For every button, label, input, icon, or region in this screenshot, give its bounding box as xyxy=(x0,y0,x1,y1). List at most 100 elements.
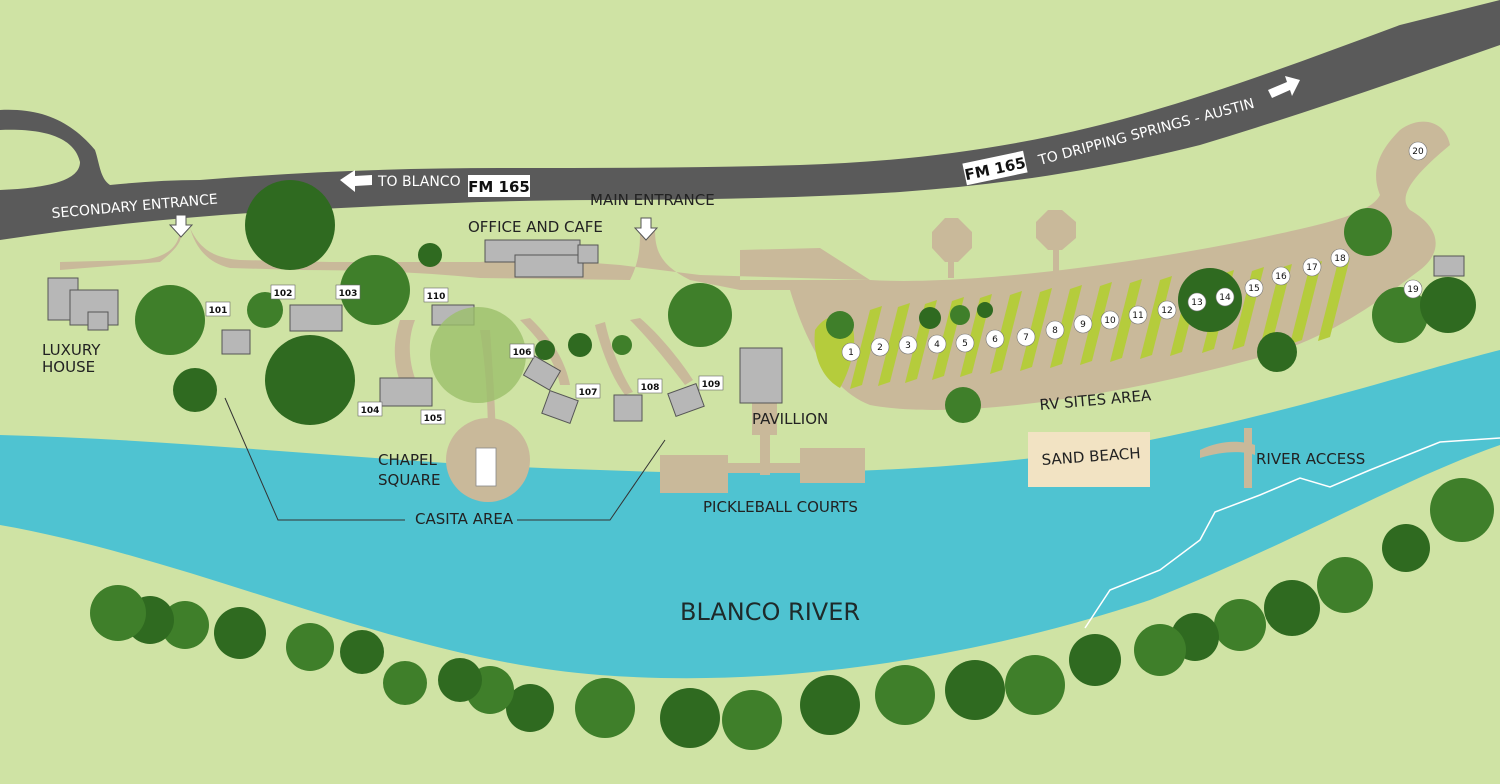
rv-site-marker xyxy=(1016,327,1036,347)
casita-badge xyxy=(637,378,663,394)
rv-site-marker xyxy=(927,334,947,354)
casita-badge xyxy=(575,383,601,399)
rv-site-number: 19 xyxy=(1407,285,1419,295)
fm165-label-west: FM 165 xyxy=(468,178,530,196)
tree xyxy=(1005,655,1065,715)
rv-site-marker xyxy=(1187,292,1207,312)
office-cafe-label: OFFICE AND CAFE xyxy=(468,218,603,236)
tree xyxy=(418,243,442,267)
casita-109-building xyxy=(667,382,705,418)
tree xyxy=(340,630,384,674)
sand-beach-area xyxy=(1028,432,1150,487)
tree xyxy=(1134,624,1186,676)
shade-tree xyxy=(430,307,526,403)
chapel-square-label-line2: SQUARE xyxy=(378,471,440,489)
rv-pad xyxy=(990,291,1022,374)
casita-area-bracket xyxy=(224,397,666,521)
rv-site-number: 7 xyxy=(1023,333,1029,343)
tree xyxy=(668,283,732,347)
tree xyxy=(950,305,970,325)
casita-number: 107 xyxy=(579,388,598,398)
tree xyxy=(1214,599,1266,651)
rv-pad xyxy=(1318,258,1350,341)
casita-badge xyxy=(335,284,361,300)
fm165-badge-east xyxy=(962,150,1028,186)
casita-badge xyxy=(423,287,449,303)
rv-site-marker xyxy=(1271,266,1291,286)
tree xyxy=(1382,524,1430,572)
casita-107-building xyxy=(541,389,579,425)
pavillion-label: PAVILLION xyxy=(752,410,828,428)
chapel-building xyxy=(475,447,497,487)
tree xyxy=(1257,332,1297,372)
rv-site-marker xyxy=(985,329,1005,349)
rv-site-number: 8 xyxy=(1052,326,1058,336)
tree xyxy=(977,302,993,318)
casita-number: 110 xyxy=(427,292,446,302)
trees xyxy=(90,180,1494,750)
to-blanco-label: TO BLANCO xyxy=(377,174,461,190)
luxury-house-label-line1: LUXURY xyxy=(42,341,101,359)
cabin-east-building xyxy=(1433,255,1465,277)
rv-pad xyxy=(1140,276,1172,359)
rv-site-number: 16 xyxy=(1275,272,1287,282)
rv-site-number: 13 xyxy=(1191,298,1202,308)
tree xyxy=(340,255,410,325)
tree xyxy=(173,368,217,412)
secondary-entrance-arrow-icon xyxy=(168,214,194,238)
rv-site-number: 15 xyxy=(1248,284,1259,294)
rv-site-marker xyxy=(1215,287,1235,307)
tree xyxy=(265,335,355,425)
rv-pad xyxy=(1050,285,1082,368)
casita-badge xyxy=(420,409,446,425)
rv-site-number: 6 xyxy=(992,335,998,345)
river-access-label: RIVER ACCESS xyxy=(1256,450,1365,468)
rv-site-number: 4 xyxy=(934,340,940,350)
rv-site-marker xyxy=(898,335,918,355)
casita-badge xyxy=(698,375,724,391)
dirt-paths xyxy=(60,121,1450,502)
rv-site-marker xyxy=(1302,257,1322,277)
casita-101-building xyxy=(221,329,251,355)
rv-site-marker xyxy=(1045,320,1065,340)
rv-pad xyxy=(1110,279,1142,362)
rv-site-marker xyxy=(1100,310,1120,330)
pavillion-building xyxy=(739,347,783,404)
rv-site-marker xyxy=(1157,300,1177,320)
rv-site-number: 9 xyxy=(1080,320,1086,330)
casita-number: 105 xyxy=(424,414,443,424)
rv-site-marker xyxy=(1073,314,1093,334)
rv-site-number: 17 xyxy=(1306,263,1317,273)
arrow-right-icon xyxy=(1268,76,1300,98)
tree xyxy=(90,585,146,641)
casita-number: 103 xyxy=(339,289,358,299)
tree xyxy=(535,340,555,360)
blanco-river xyxy=(0,350,1500,679)
tree xyxy=(1372,287,1428,343)
rv-site-number: 3 xyxy=(905,341,911,351)
tree xyxy=(575,678,635,738)
main-entrance-label: MAIN ENTRANCE xyxy=(590,191,715,209)
rv-site-marker xyxy=(1403,279,1423,299)
tree xyxy=(214,607,266,659)
rv-site-number: 1 xyxy=(848,348,854,358)
rv-site-number: 18 xyxy=(1334,254,1346,264)
tree xyxy=(1264,580,1320,636)
rv-site-marker xyxy=(1244,278,1264,298)
casita-badge xyxy=(357,401,383,417)
casita-106-building xyxy=(522,355,562,391)
tree xyxy=(945,660,1005,720)
rv-pad xyxy=(850,306,882,389)
rv-site-marker xyxy=(1408,141,1428,161)
tree xyxy=(612,335,632,355)
chapel-square-label-line1: CHAPEL xyxy=(378,451,438,469)
arrow-left-icon xyxy=(340,170,372,192)
casita-number: 106 xyxy=(513,348,532,358)
tree xyxy=(286,623,334,671)
rv-site-number: 12 xyxy=(1161,306,1172,316)
tree xyxy=(245,180,335,270)
luxury-house-label-line2: HOUSE xyxy=(42,358,95,376)
